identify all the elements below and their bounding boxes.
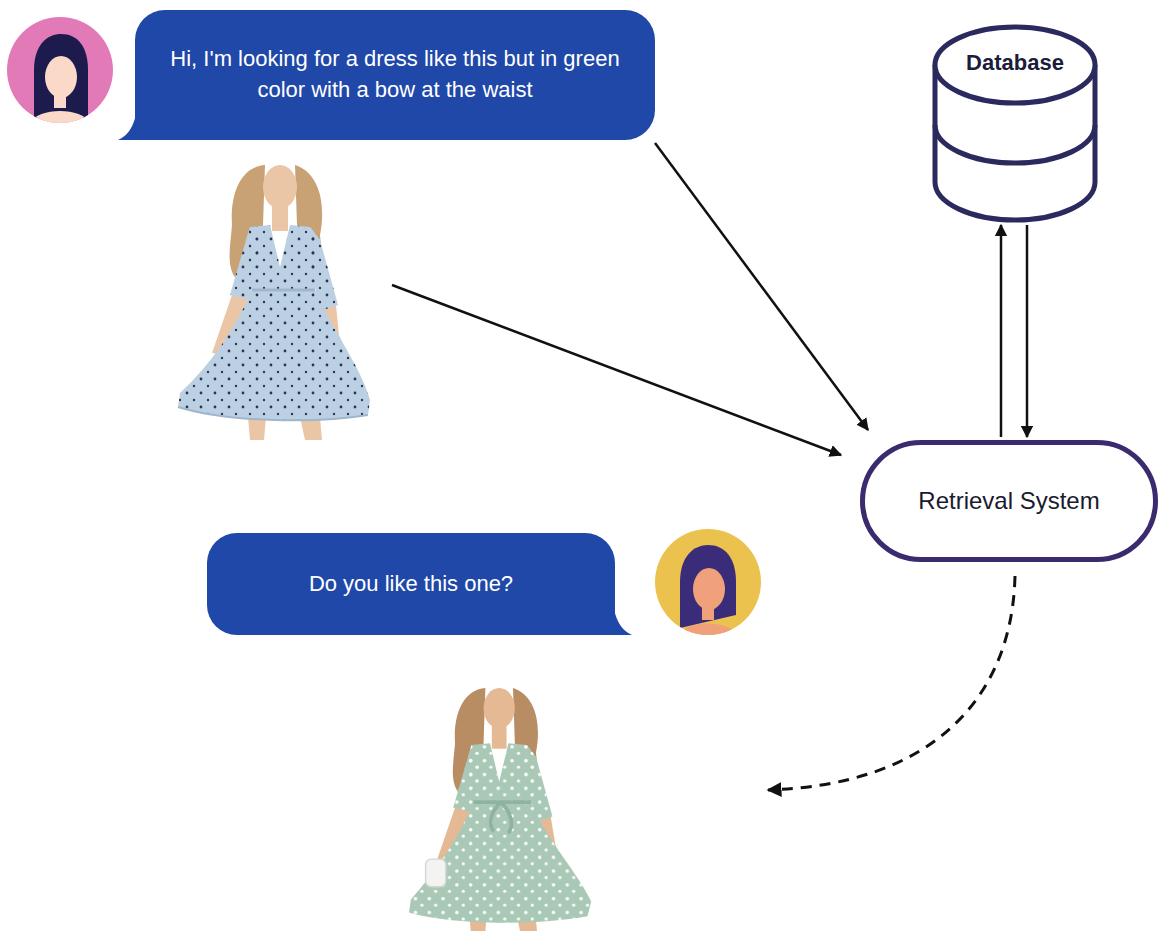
illustration-part [178,407,368,420]
illustration-part [655,529,761,635]
flow-arrow [655,143,868,430]
illustration-part [676,624,740,641]
bubble-tail [118,114,137,140]
process-label: Retrieval System [918,487,1099,515]
illustration-part [680,545,736,628]
flow-arrow [1000,225,1003,437]
flow-arrow [1026,225,1029,437]
illustration-part [426,859,446,887]
illustration-part [491,802,512,833]
speech-bubble: Do you like this one? [207,533,615,635]
illustration-part [252,289,315,292]
message-text: Hi, I'm looking for a dress like this bu… [161,44,629,106]
cylinder-band [935,125,1095,163]
illustration-part [178,290,370,420]
illustration-part [409,743,591,922]
illustration-part [178,225,370,420]
dress-photo [409,688,591,931]
process-box: Retrieval System [860,440,1158,562]
illustration-part [690,559,726,586]
input-arrow [392,285,841,455]
speech-bubble: Hi, I'm looking for a dress like this bu… [135,10,655,140]
illustration-part [28,34,92,126]
illustration-part [178,290,370,420]
result-arrow [768,576,1015,790]
illustration-part [676,545,740,640]
illustration-part [693,568,725,610]
bubble-tail [118,114,136,140]
user-avatar [7,17,113,126]
illustration-part [28,111,92,126]
illustration-part [263,165,297,209]
illustration-part [178,225,370,420]
bubble-tail [613,609,632,635]
bubble-tail [614,609,632,635]
message-text: Do you like this one? [309,569,513,600]
illustration-part [34,34,88,118]
assistant-avatar [655,529,761,640]
illustration-part [409,743,591,922]
illustration-part [409,803,591,923]
illustration-part [409,803,591,923]
database-cylinder: Database [930,25,1100,222]
illustration-part [44,50,78,72]
database-label: Database [930,46,1100,80]
illustration-part [484,688,515,728]
illustration-part [45,56,77,98]
illustration-part [7,17,113,123]
dress-photo [178,165,370,440]
